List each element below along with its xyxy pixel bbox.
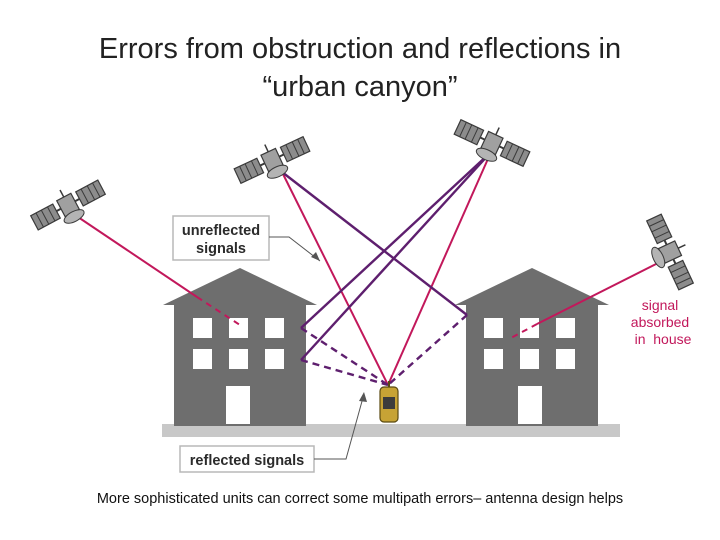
absorbed-signal-dashed	[508, 323, 538, 340]
satellite-icon	[448, 110, 535, 177]
title-line-2: “urban canyon”	[262, 71, 458, 103]
absorbed-label-line-1: signal	[642, 297, 679, 313]
blocked-signal	[74, 214, 198, 298]
satellite-icon	[229, 127, 316, 194]
unreflected-signals-callout: unreflected signals	[172, 215, 321, 262]
slide-title: Errors from obstruction and reflections …	[60, 30, 660, 106]
unreflected-label-line-2: signals	[196, 241, 246, 257]
reflected-signal-dashed	[300, 326, 389, 387]
reflected-pointer	[314, 393, 365, 460]
reflected-signal-dashed	[300, 358, 389, 387]
direct-signal	[387, 151, 492, 386]
absorbed-signal	[536, 261, 661, 325]
signal-paths	[74, 151, 661, 387]
satellite-icon	[636, 209, 703, 296]
absorbed-label-line-2: absorbed	[631, 314, 689, 330]
building-icon	[163, 268, 317, 426]
reflected-signals-callout: reflected signals	[179, 392, 367, 473]
ground	[162, 424, 620, 437]
building-icon	[455, 268, 609, 426]
reflected-signal-dashed	[387, 314, 468, 386]
gps-receiver-icon	[379, 381, 399, 423]
reflected-signal	[300, 151, 492, 361]
unreflected-pointer	[269, 236, 321, 262]
caption: More sophisticated units can correct som…	[96, 491, 624, 507]
direct-signal	[281, 171, 389, 386]
absorbed-label: signal absorbed in house	[631, 297, 692, 347]
satellite-icon	[25, 171, 112, 240]
reflected-label: reflected signals	[190, 453, 304, 469]
unreflected-label-line-1: unreflected	[182, 223, 260, 239]
reflected-signal	[281, 171, 468, 316]
reflected-signal	[300, 151, 492, 329]
blocked-signal-dashed	[196, 296, 241, 326]
absorbed-label-line-3: in house	[635, 331, 692, 347]
title-line-1: Errors from obstruction and reflections …	[98, 33, 622, 65]
